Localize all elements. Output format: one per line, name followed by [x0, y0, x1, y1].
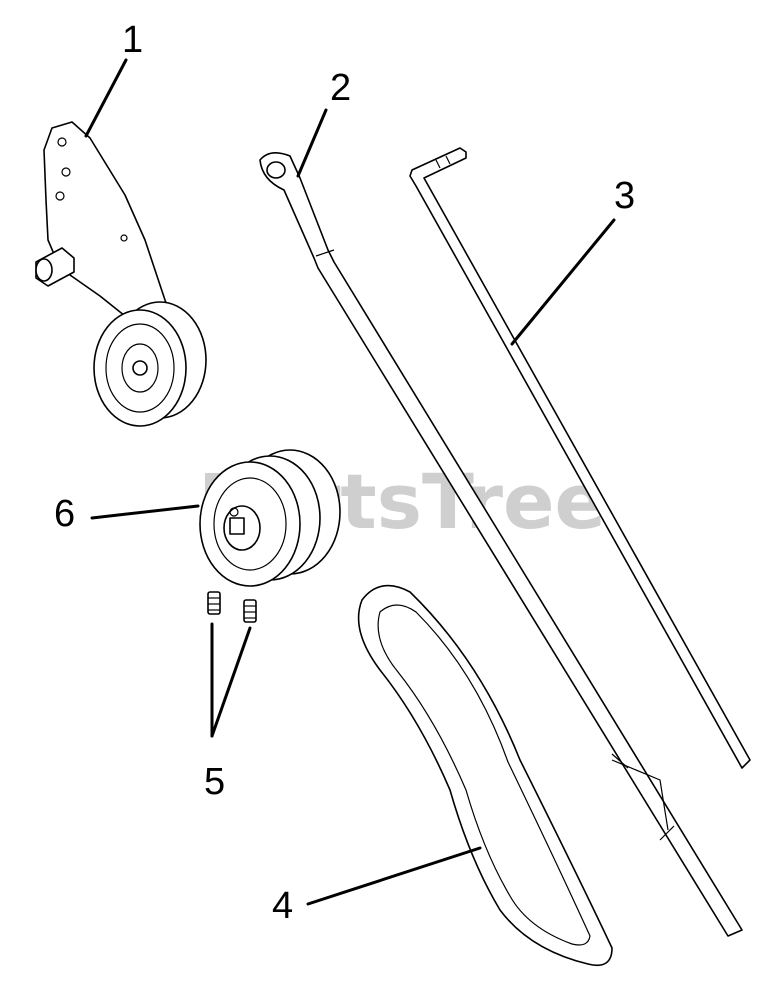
part-idler-bracket[interactable]: [35, 121, 207, 427]
part-control-rod[interactable]: [409, 147, 751, 769]
callout-5: 5: [204, 761, 225, 803]
leader-5b: [210, 626, 252, 738]
leader-4: [306, 846, 482, 906]
leader-2: [296, 108, 328, 178]
callout-4: 4: [272, 885, 293, 927]
leader-1: [84, 58, 128, 138]
leader-6: [90, 504, 200, 520]
callout-6: 6: [54, 493, 75, 535]
part-double-pulley[interactable]: [199, 449, 341, 587]
part-set-screws[interactable]: [207, 591, 257, 623]
leader-3: [510, 218, 616, 346]
callout-2: 2: [330, 67, 351, 109]
part-drive-belt[interactable]: [357, 584, 613, 967]
leader-lines: [84, 58, 616, 906]
part-link-rod[interactable]: [259, 152, 743, 937]
callout-1: 1: [122, 19, 143, 61]
callout-3: 3: [614, 175, 635, 217]
